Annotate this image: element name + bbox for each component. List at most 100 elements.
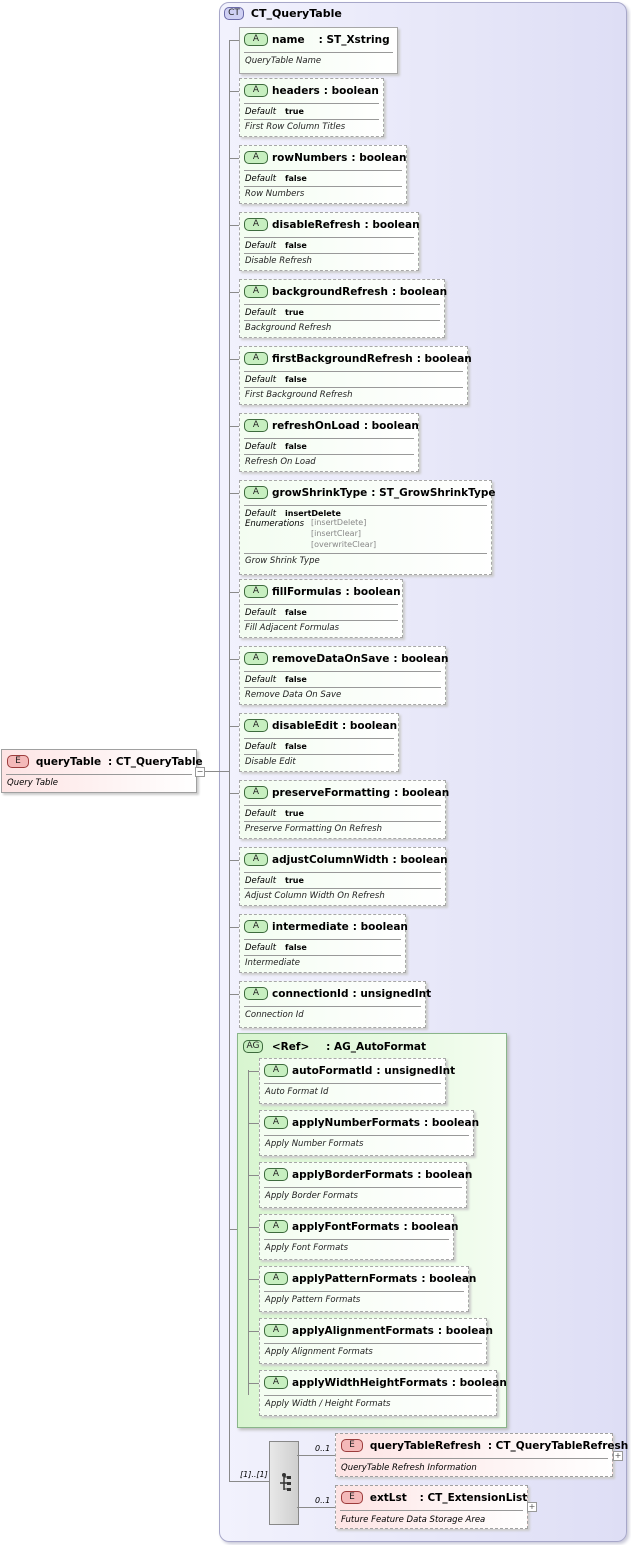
default-value: false — [285, 241, 307, 250]
attribute-badge: A — [244, 585, 268, 598]
attribute-name: firstBackgroundRefresh — [272, 352, 413, 365]
default-value: false — [285, 174, 307, 183]
separator — [244, 52, 393, 53]
sequence-compositor[interactable] — [269, 1441, 299, 1525]
attribute-name: refreshOnLoad — [272, 419, 360, 432]
root-element-box[interactable]: E queryTable : CT_QueryTable Query Table — [1, 749, 203, 793]
attribute-name: adjustColumnWidth — [272, 853, 389, 866]
element-doc: QueryTable Refresh Information — [341, 1463, 477, 1473]
attribute-name: name — [272, 33, 305, 46]
separator — [244, 821, 441, 822]
connector-line — [248, 1070, 249, 1395]
attribute-name: fillFormulas — [272, 585, 342, 598]
attribute-doc: Row Numbers — [245, 189, 305, 199]
attribute-type: : unsignedInt — [376, 1064, 456, 1077]
connector-line — [229, 726, 239, 727]
separator — [244, 939, 401, 940]
attribute-doc: Background Refresh — [245, 323, 332, 333]
attribute-name: disableEdit — [272, 719, 338, 732]
attribute-doc: Adjust Column Width On Refresh — [245, 891, 385, 901]
connector-line — [248, 1175, 259, 1176]
attribute-type: : boolean — [403, 1220, 459, 1233]
separator — [244, 553, 487, 554]
default-value: false — [285, 943, 307, 952]
collapse-icon[interactable]: − — [195, 767, 205, 777]
separator — [244, 604, 398, 605]
element-box-query-table-refresh[interactable]: E queryTableRefresh : CT_QueryTableRefre… — [335, 1433, 628, 1477]
separator — [244, 687, 441, 688]
separator — [244, 103, 379, 104]
sequence-occurrence: [1]..[1] — [240, 1470, 268, 1479]
separator — [264, 1239, 449, 1240]
element-box-ext-lst[interactable]: E extLst : CT_ExtensionList Future Featu… — [335, 1485, 528, 1529]
expand-icon[interactable]: + — [613, 1451, 623, 1461]
default-label: Default — [245, 943, 277, 953]
attribute-badge: A — [244, 786, 268, 799]
connector-line — [248, 1383, 259, 1384]
attribute-badge: A — [264, 1064, 288, 1077]
connector-line — [229, 359, 239, 360]
connector-line — [229, 225, 239, 226]
default-label: Default — [245, 241, 277, 251]
connector-line — [297, 1455, 335, 1456]
connector-line — [248, 1071, 259, 1072]
attribute-name: applyNumberFormats — [292, 1116, 421, 1129]
attribute-type: : boolean — [364, 218, 420, 231]
separator — [244, 955, 401, 956]
attribute-type: : boolean — [393, 652, 449, 665]
default-label: Default — [245, 375, 277, 385]
element-type: : CT_ExtensionList — [419, 1491, 528, 1504]
connector-line — [297, 1507, 335, 1508]
connector-line — [248, 1227, 259, 1228]
complex-type-name[interactable]: CT_QueryTable — [250, 7, 342, 20]
separator — [244, 671, 441, 672]
separator — [264, 1395, 492, 1396]
expand-icon[interactable]: + — [527, 1502, 537, 1512]
attribute-type: : boolean — [416, 352, 472, 365]
default-value: true — [285, 809, 304, 818]
connector-line — [229, 40, 239, 41]
attribute-doc: Apply Alignment Formats — [265, 1347, 373, 1357]
separator — [244, 505, 487, 506]
attribute-type: : unsignedInt — [352, 987, 432, 1000]
separator — [244, 438, 414, 439]
element-occurrence: 0..1 — [315, 1496, 331, 1505]
complex-type-badge: CT — [224, 7, 244, 20]
attribute-doc: First Row Column Titles — [245, 122, 346, 132]
connector-line — [229, 1229, 237, 1230]
connector-line — [229, 793, 239, 794]
attribute-name: applyPatternFormats — [292, 1272, 418, 1285]
attribute-doc: Fill Adjacent Formulas — [245, 623, 340, 633]
attribute-name: removeDataOnSave — [272, 652, 390, 665]
separator — [264, 1291, 464, 1292]
default-label: Default — [245, 442, 277, 452]
attribute-doc: Disable Refresh — [245, 256, 312, 266]
separator — [244, 387, 463, 388]
enumerations-label: Enumerations — [245, 519, 305, 529]
connector-line — [229, 158, 239, 159]
enumeration-value: [overwriteClear] — [311, 540, 377, 549]
connector-line — [229, 860, 239, 861]
